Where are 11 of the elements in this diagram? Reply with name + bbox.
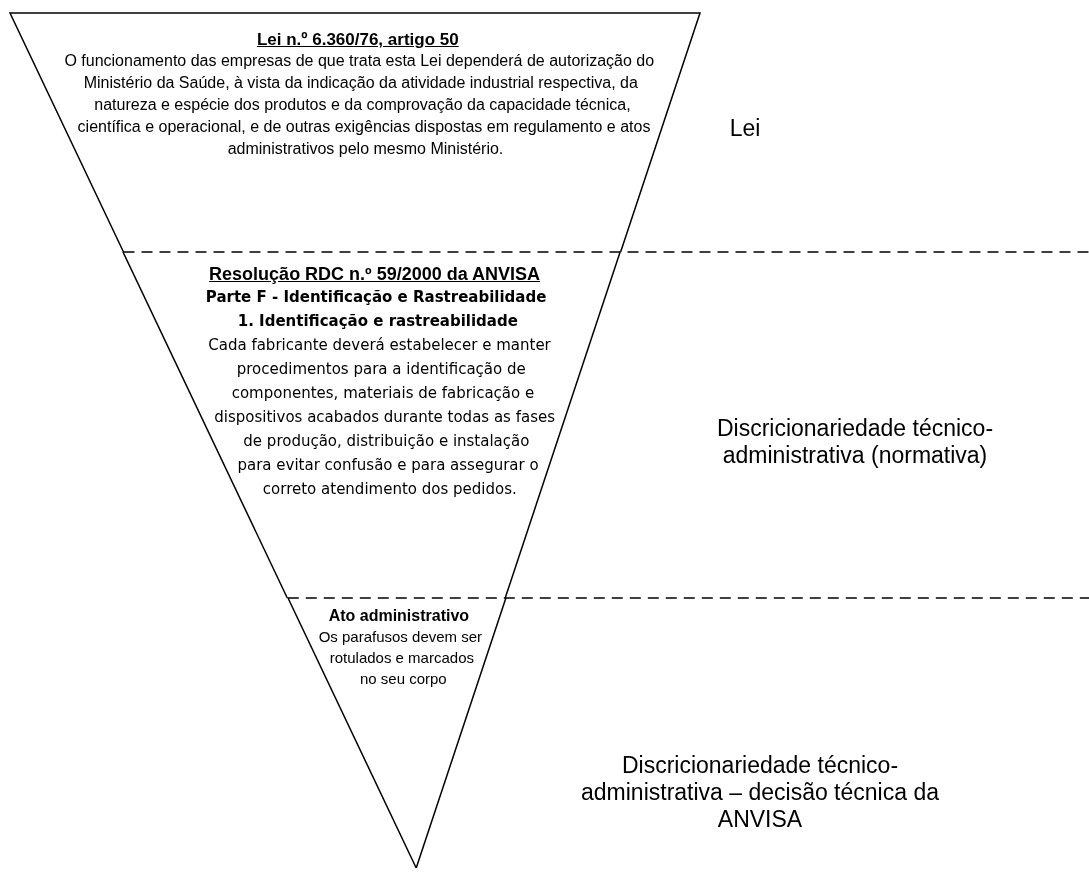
subheading: Parte F - Identificação e Rastreabilidade [204, 287, 548, 308]
subheading: 1. Identificação e rastreabilidade [236, 311, 519, 332]
section-heading: Ato administrativo [327, 606, 471, 626]
level-label: Discricionariedade técnico- administrativa – decisão técnica da ANVISA [580, 752, 940, 833]
paragraph: O funcionamento das empresas de que trata esta Lei dependerá de autorização do Ministério da Saúde, à vista da indicação da atividade industrial respectiva, da natureza e espécie dos produtos e da comprovação da capacidade técnica, científica e operacional, e de outras exigências dispostas em regulamento e atos administrativos pelo mesmo Ministério. [63, 51, 656, 159]
paragraph: Cada fabricante deverá estabelecer e manter procedimentos para a identificação de componentes, materiais de fabricação e dispositivos acabados durante todas as fases de produção, distribuição e instalação para evitar confusão e para assegurar o correto atendimento dos pedidos. [207, 335, 557, 500]
level-label: Lei [728, 115, 762, 142]
paragraph: Os parafusos devem ser rotulados e marcados no seu corpo [317, 627, 484, 689]
section-heading: Lei n.º 6.360/76, artigo 50 [255, 29, 460, 50]
level-label: Discricionariedade técnico- administrativa (normativa) [715, 415, 995, 469]
section-heading: Resolução RDC n.º 59/2000 da ANVISA [208, 263, 542, 286]
